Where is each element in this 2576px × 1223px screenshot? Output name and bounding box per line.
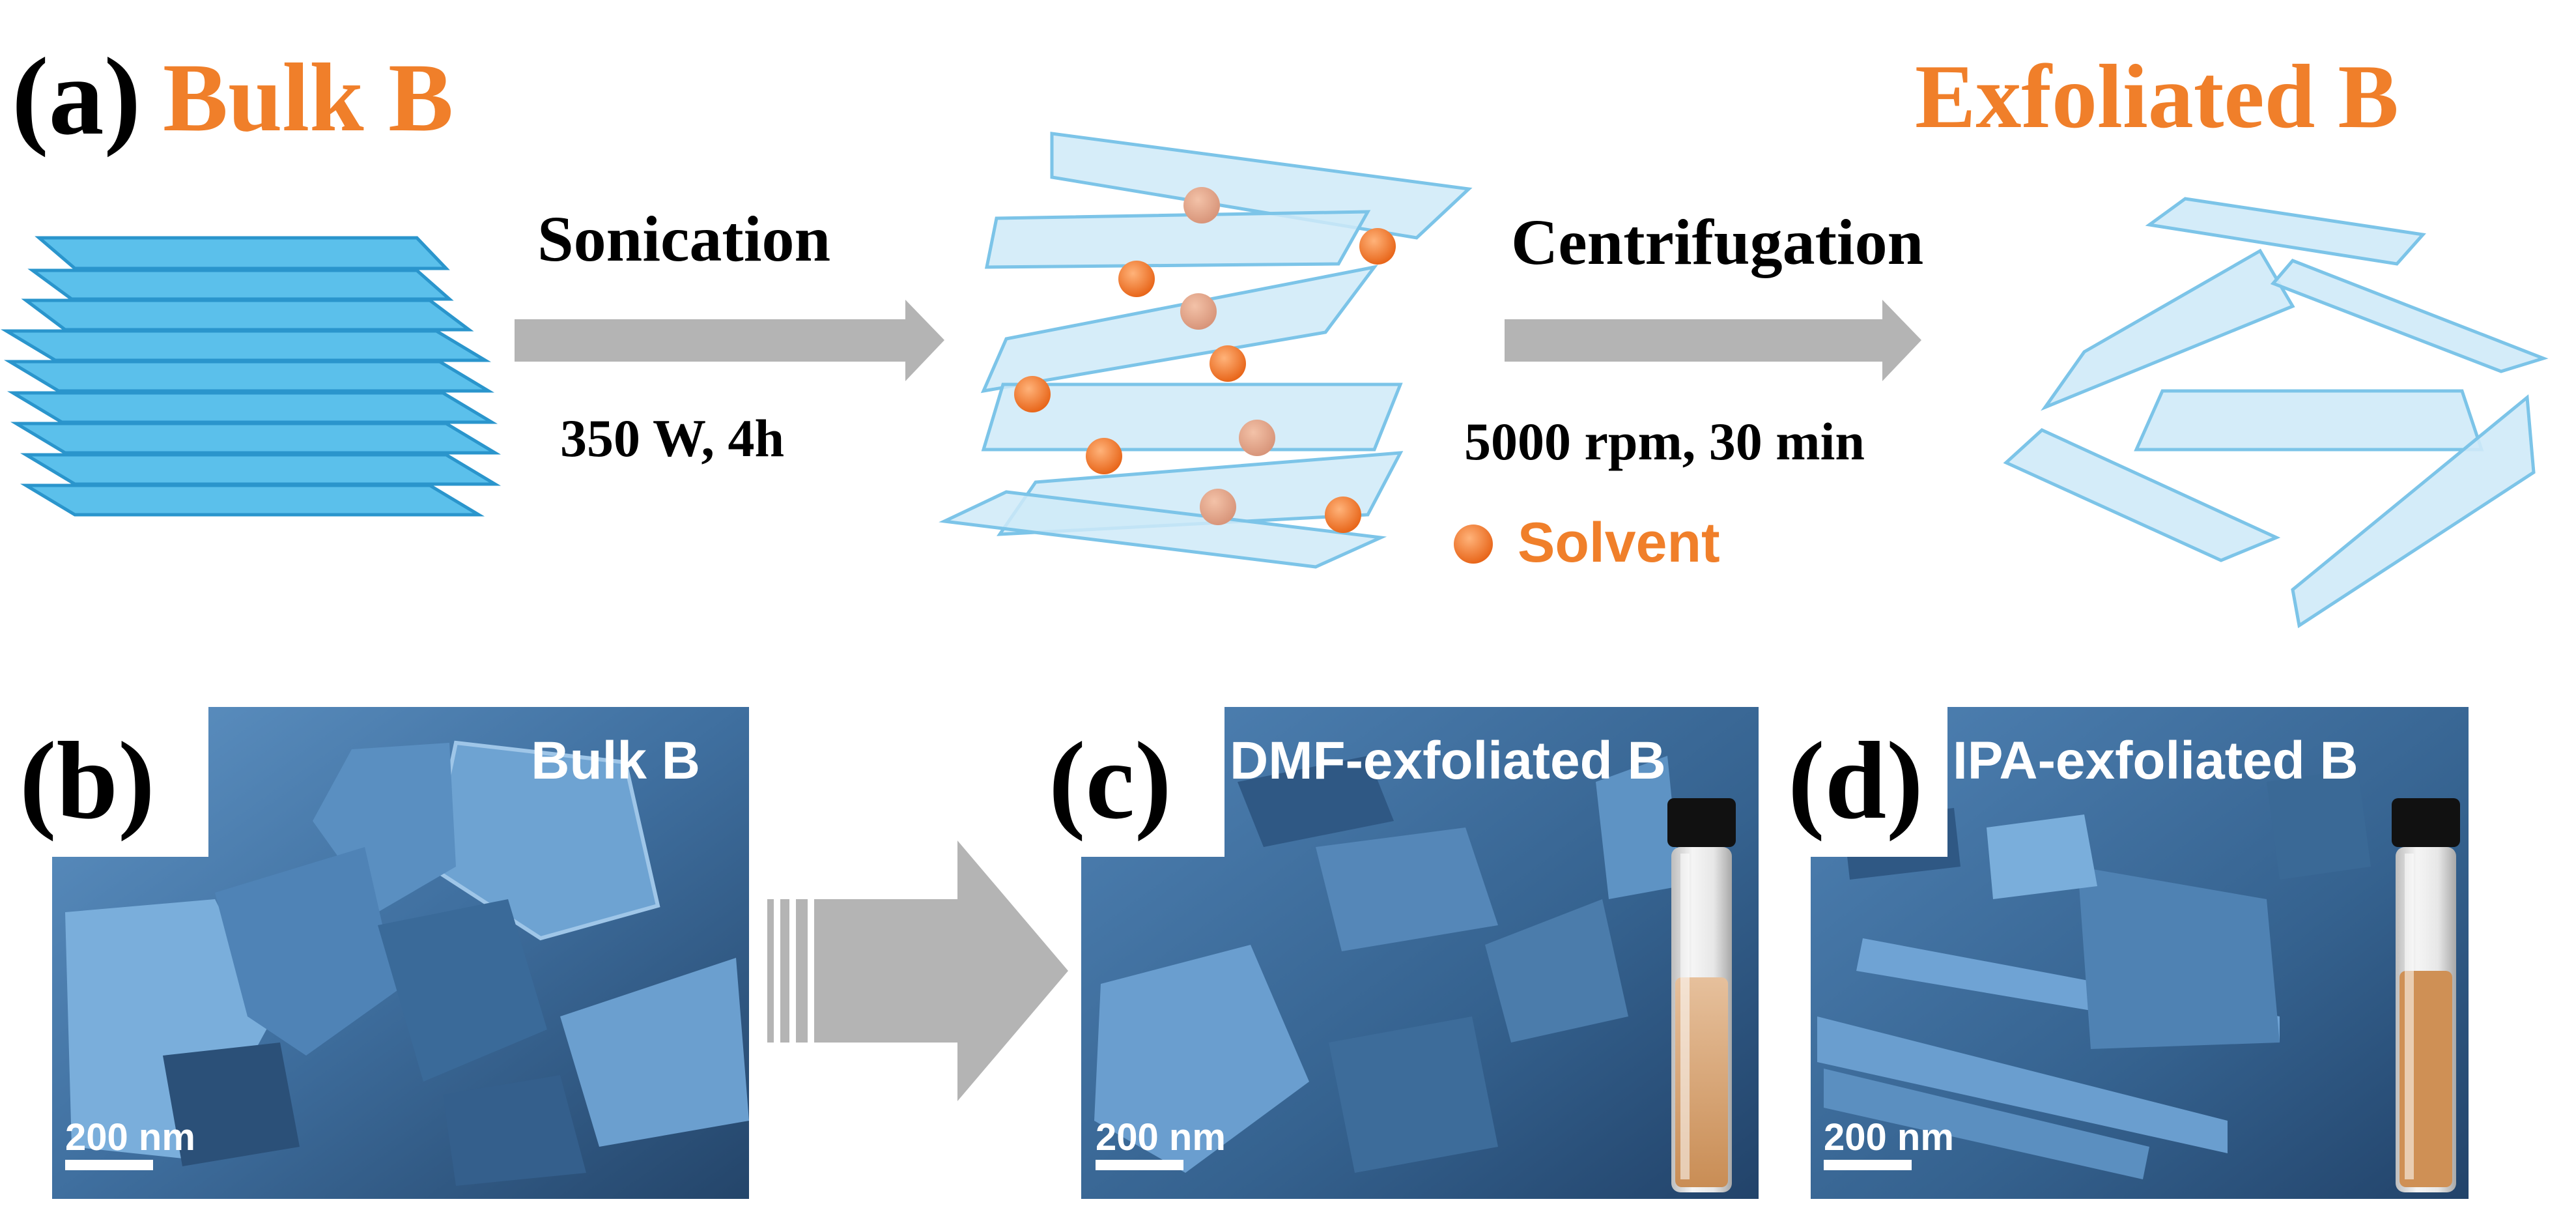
panel-c-label: (c) [1049, 719, 1172, 842]
sonication-arrow [515, 300, 944, 381]
panel-b-label: (b) [20, 719, 155, 842]
centrifugation-condition: 5000 rpm, 30 min [1464, 412, 1865, 471]
scale-bar-d [1824, 1160, 1912, 1170]
solvent-legend-label: Solvent [1518, 511, 1720, 574]
exfoliated-title: Exfoliated B [1915, 46, 2399, 147]
panel-a-label: (a) [12, 35, 141, 158]
big-arrow [767, 841, 1068, 1101]
centrifugation-arrow [1505, 300, 1921, 381]
sonication-label: Sonication [537, 203, 830, 275]
solvent-legend-dot [1454, 525, 1493, 564]
sonication-condition: 350 W, 4h [560, 409, 784, 468]
scale-bar-c [1096, 1160, 1183, 1170]
bulk-title: Bulk B [163, 44, 453, 152]
panel-d-label: (d) [1788, 719, 1923, 842]
panel-a: (a) Bulk B Exfoliated B Sonication 350 W… [7, 35, 2543, 626]
centrifugation-label: Centrifugation [1511, 206, 1923, 278]
intercalated-sheets-icon [944, 134, 1469, 567]
scale-bar-c-label: 200 nm [1096, 1116, 1226, 1158]
panel-c: (c) DMF-exfoliated B 200 nm [1049, 707, 1759, 1199]
panel-d-title: IPA-exfoliated B [1953, 731, 2358, 790]
panel-b: (b) Bulk B 200 nm [20, 707, 749, 1199]
panel-b-title: Bulk B [531, 731, 700, 790]
exfoliated-flakes-icon [2006, 199, 2543, 626]
scale-bar-b-label: 200 nm [65, 1116, 195, 1158]
panel-c-title: DMF-exfoliated B [1230, 731, 1666, 790]
dmf-vial-image [1667, 798, 1736, 1192]
panel-d: (d) IPA-exfoliated B 200 nm [1788, 707, 2469, 1199]
scale-bar-d-label: 200 nm [1824, 1116, 1954, 1158]
scale-bar-b [65, 1160, 153, 1170]
ipa-vial-image [2392, 798, 2460, 1192]
bulk-stack-icon [7, 238, 495, 515]
